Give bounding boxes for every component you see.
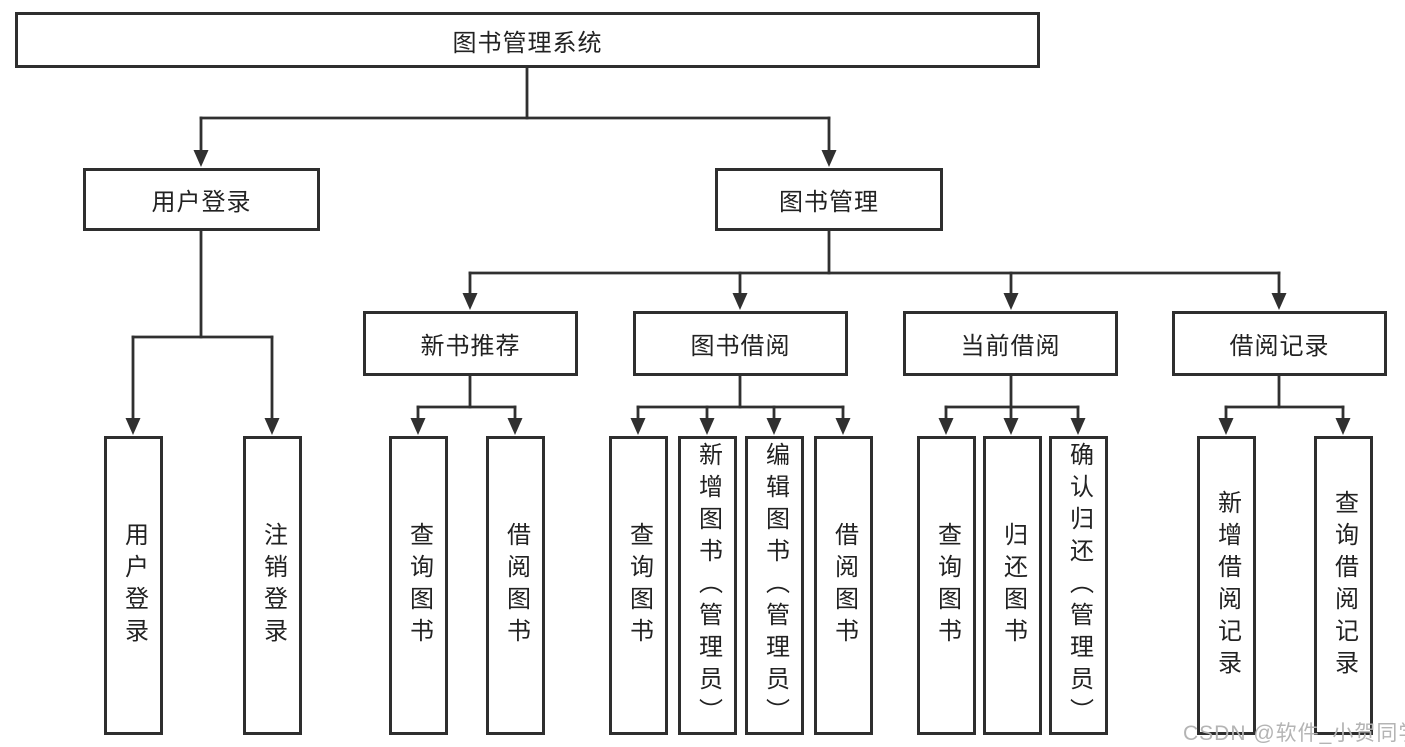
node-current-borrow: 当前借阅 <box>903 311 1118 376</box>
leaf-borrow-borrow-book: 借阅图书 <box>814 436 873 735</box>
leaf-recommend-query-book: 查询图书 <box>389 436 448 735</box>
leaf-records-add-record-label: 新增借阅记录 <box>1213 489 1241 682</box>
node-book-borrow-label: 图书借阅 <box>690 333 791 360</box>
leaf-borrow-borrow-book-label: 借阅图书 <box>830 521 858 650</box>
leaf-borrow-query-book-label: 查询图书 <box>625 521 653 650</box>
node-new-book-recommend-label: 新书推荐 <box>420 333 521 360</box>
node-root-label: 图书管理系统 <box>452 29 603 57</box>
leaf-borrow-add-book-admin-label: 新增图书（管理员） <box>694 441 722 730</box>
node-borrow-records-label: 借阅记录 <box>1229 333 1330 360</box>
leaf-records-query-record-label: 查询借阅记录 <box>1330 489 1358 682</box>
leaf-recommend-borrow-book: 借阅图书 <box>486 436 545 735</box>
leaf-recommend-query-book-label: 查询图书 <box>405 521 433 650</box>
leaf-borrow-edit-book-admin-label: 编辑图书（管理员） <box>761 441 789 730</box>
connector-spines <box>131 66 1345 421</box>
node-book-management: 图书管理 <box>715 168 943 231</box>
node-book-borrow: 图书借阅 <box>633 311 848 376</box>
leaf-logout-label: 注销登录 <box>259 521 287 650</box>
leaf-borrow-edit-book-admin: 编辑图书（管理员） <box>745 436 804 735</box>
leaf-logout: 注销登录 <box>243 436 302 735</box>
leaf-current-query-book: 查询图书 <box>917 436 976 735</box>
leaf-recommend-borrow-book-label: 借阅图书 <box>502 521 530 650</box>
leaf-current-confirm-return-admin-label: 确认归还（管理员） <box>1065 441 1093 730</box>
watermark: CSDN @软件_小贺同学 <box>1183 722 1405 745</box>
node-book-management-label: 图书管理 <box>779 189 879 216</box>
node-borrow-records: 借阅记录 <box>1172 311 1387 376</box>
node-user-login-label: 用户登录 <box>151 189 252 216</box>
leaf-borrow-query-book: 查询图书 <box>609 436 668 735</box>
node-new-book-recommend: 新书推荐 <box>363 311 578 376</box>
leaf-current-query-book-label: 查询图书 <box>933 521 961 650</box>
leaf-user-login-label: 用户登录 <box>120 521 148 650</box>
leaf-current-return-book-label: 归还图书 <box>999 521 1027 650</box>
leaf-borrow-add-book-admin: 新增图书（管理员） <box>678 436 737 735</box>
leaf-records-query-record: 查询借阅记录 <box>1314 436 1373 735</box>
node-user-login: 用户登录 <box>83 168 320 231</box>
node-current-borrow-label: 当前借阅 <box>960 333 1061 360</box>
leaf-current-confirm-return-admin: 确认归还（管理员） <box>1049 436 1108 735</box>
leaf-current-return-book: 归还图书 <box>983 436 1042 735</box>
leaf-records-add-record: 新增借阅记录 <box>1197 436 1256 735</box>
node-root: 图书管理系统 <box>15 12 1040 68</box>
arrowheads <box>125 150 1351 435</box>
leaf-user-login: 用户登录 <box>104 436 163 735</box>
